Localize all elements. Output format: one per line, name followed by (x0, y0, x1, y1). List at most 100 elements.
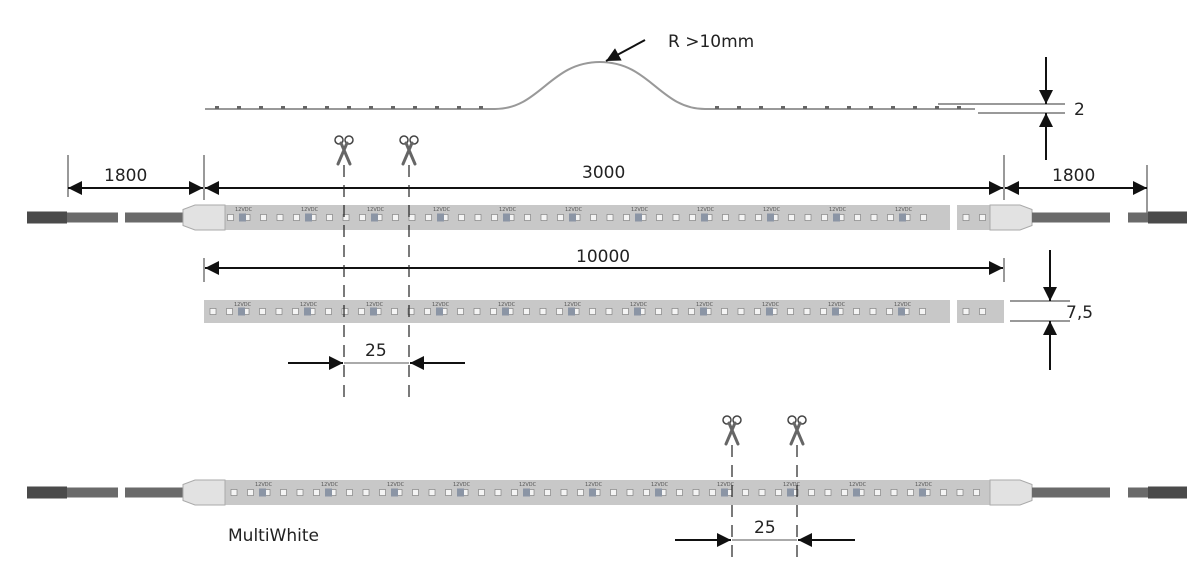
led-chip (626, 489, 634, 496)
resistor (568, 307, 575, 316)
led-chip (560, 489, 568, 496)
resistor (457, 488, 464, 497)
led-profile-dot (369, 106, 373, 109)
led-chip (606, 214, 614, 221)
led-chip (721, 308, 728, 315)
led-chip (326, 214, 333, 221)
resistor (721, 488, 728, 497)
width-label: 7,5 (1066, 303, 1093, 323)
lead-cable-right (989, 479, 1187, 506)
strip-print: 12VDC (432, 302, 450, 308)
led-profile-dot (325, 106, 329, 109)
strip-print: 12VDC (366, 302, 384, 308)
resistor (898, 307, 905, 316)
led-chip (775, 489, 782, 496)
led-profile-dot (413, 106, 417, 109)
led-chip (260, 214, 267, 221)
bend-radius-arrow (605, 39, 646, 62)
resistor (700, 307, 707, 316)
bend-radius-label: R >10mm (668, 32, 754, 52)
led-chip (556, 308, 563, 315)
strip-print: 12VDC (565, 207, 583, 213)
led-chip (280, 489, 287, 496)
led-profile-dot (869, 106, 873, 109)
led-chip (979, 214, 986, 221)
resistor (523, 488, 530, 497)
led-chip (293, 214, 300, 221)
led-chip (979, 308, 986, 315)
resistor (305, 213, 312, 222)
led-chip (313, 489, 320, 496)
length-dimensions: 1800 3000 1800 (67, 155, 1148, 215)
resistor (569, 213, 576, 222)
led-profile-dot (303, 106, 307, 109)
strip-print: 12VDC (696, 302, 714, 308)
led-chip (341, 308, 349, 315)
led-profile-dot (891, 106, 895, 109)
cut-pitch-dimension: 25 (288, 341, 465, 370)
connector-left (27, 486, 67, 499)
led-chip (956, 489, 964, 496)
cable (1032, 212, 1110, 223)
led-chip (392, 214, 399, 221)
led-chip (557, 214, 564, 221)
reel-length: 10000 (576, 247, 630, 267)
strip-print: 12VDC (234, 302, 252, 308)
led-chip (803, 308, 811, 315)
led-chip (474, 214, 482, 221)
strip-length: 3000 (582, 163, 625, 183)
cable (67, 212, 118, 223)
led-chip (490, 308, 497, 315)
resistor (767, 213, 774, 222)
led-profile-dot (259, 106, 263, 109)
led-chip (458, 214, 465, 221)
led-chip (940, 489, 947, 496)
variant-label: MultiWhite (228, 526, 319, 546)
led-chip (391, 308, 398, 315)
led-chip (907, 489, 914, 496)
resistor (259, 488, 266, 497)
strip-print: 12VDC (367, 207, 385, 213)
led-chip (919, 308, 926, 315)
connector-left (27, 211, 67, 224)
resistor (370, 307, 377, 316)
led-chip (672, 214, 680, 221)
led-chip (292, 308, 299, 315)
led-chip (457, 308, 464, 315)
led-profile-dot (803, 106, 807, 109)
led-profile-dot (347, 106, 351, 109)
led-profile-dot (847, 106, 851, 109)
cable (125, 487, 183, 498)
strip-print: 12VDC (763, 207, 781, 213)
led-chip (445, 489, 452, 496)
strip-print: 12VDC (895, 207, 913, 213)
led-chip (610, 489, 617, 496)
cable-right-length: 1800 (1052, 166, 1095, 186)
led-chip (671, 308, 679, 315)
strip-print: 12VDC (849, 482, 867, 488)
led-chip (676, 489, 683, 496)
led-chip (709, 489, 716, 496)
led-chip (359, 214, 366, 221)
strip-print: 12VDC (255, 482, 273, 488)
led-chip (788, 214, 795, 221)
resistor (655, 488, 662, 497)
led-chip (346, 489, 353, 496)
led-chip (577, 489, 584, 496)
strip-print: 12VDC (894, 302, 912, 308)
led-chip (688, 308, 695, 315)
resistor (853, 488, 860, 497)
lead-cable-left (27, 479, 226, 506)
led-chip (276, 214, 284, 221)
cut-marks-layer (334, 135, 807, 565)
lead-cable-right (989, 204, 1187, 231)
led-chip (247, 489, 254, 496)
led-chip (428, 489, 436, 496)
cable (1032, 487, 1110, 498)
cable (1128, 487, 1148, 498)
resistor (239, 213, 246, 222)
resistor (634, 307, 641, 316)
led-chip (209, 308, 217, 315)
connector-right (1148, 486, 1187, 499)
led-chip (824, 489, 832, 496)
